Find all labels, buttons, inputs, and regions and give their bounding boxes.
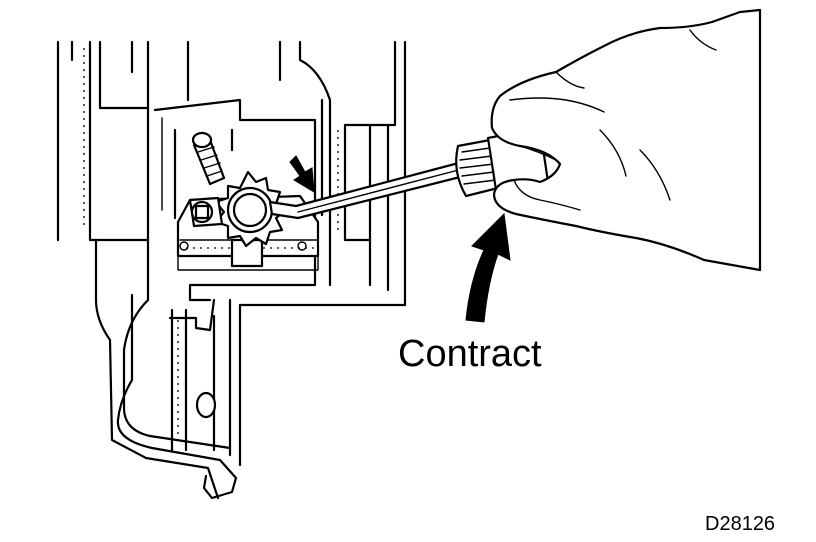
screwdriver — [268, 126, 550, 220]
bolt — [191, 131, 226, 186]
housing — [56, 40, 407, 500]
contract-label: Contract — [398, 333, 542, 375]
figure-code: D28126 — [705, 513, 775, 535]
adjuster-gear — [188, 170, 288, 248]
contract-arrow — [465, 212, 511, 323]
hand — [490, 8, 762, 272]
pointer-arrow — [289, 155, 315, 193]
